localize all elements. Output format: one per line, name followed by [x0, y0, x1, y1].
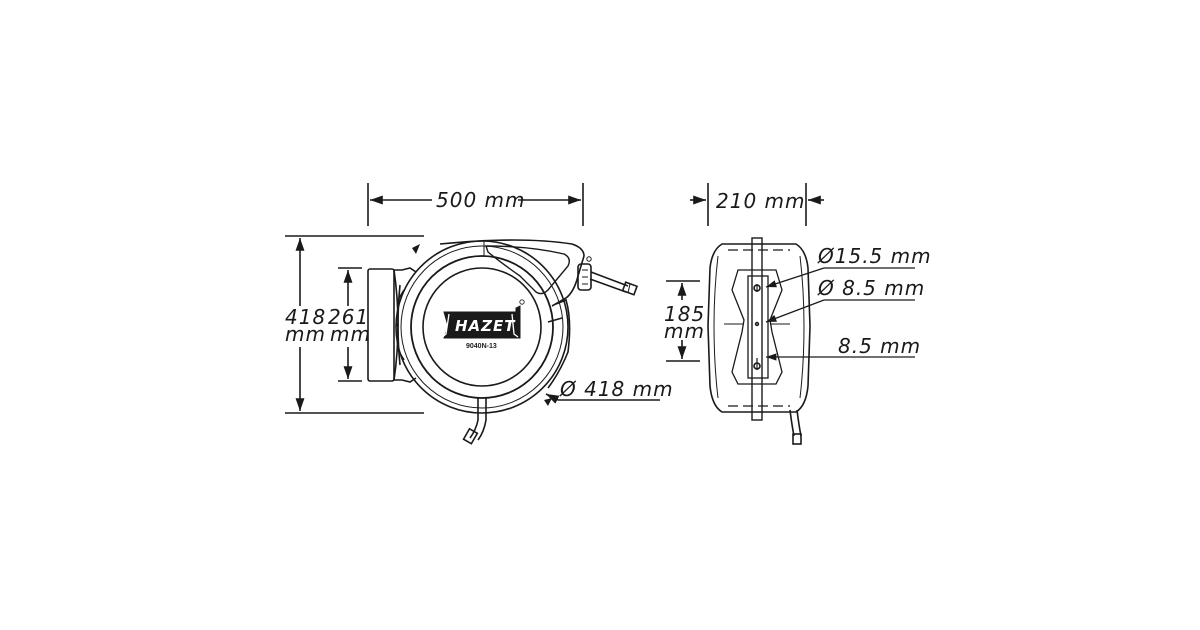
logo-text: HAZET [455, 317, 516, 335]
small-hole-diameter-label: Ø 8.5 mm [817, 276, 925, 300]
hazet-logo [440, 299, 525, 339]
model-number: 9040N-13 [466, 343, 497, 350]
width-label: 500 mm [436, 188, 526, 212]
mount-height-dimension [338, 267, 362, 382]
depth-dimension [690, 183, 824, 226]
wall-bracket [367, 267, 417, 383]
side-leaders [765, 267, 915, 361]
side-view [666, 183, 915, 445]
hole-spacing-value-label: 185 [664, 302, 705, 326]
reel-housing [395, 239, 639, 445]
height-dimension [285, 235, 424, 414]
side-body [707, 237, 811, 445]
diameter-label: Ø 418 mm [559, 377, 674, 401]
mount-height-value-label: 261 [328, 305, 369, 329]
front-view [285, 183, 660, 445]
hole-spacing-dimension [666, 280, 700, 362]
height-unit-label: mm [285, 322, 326, 346]
mount-height-unit-label: mm [330, 322, 371, 346]
large-hole-diameter-label: Ø15.5 mm [817, 244, 932, 268]
height-value-label: 418 [285, 305, 326, 329]
depth-label: 210 mm [716, 189, 806, 213]
width-dimension [367, 183, 584, 226]
slot-width-label: 8.5 mm [838, 334, 921, 358]
diameter-leader [545, 393, 660, 404]
hole-spacing-unit-label: mm [664, 319, 705, 343]
